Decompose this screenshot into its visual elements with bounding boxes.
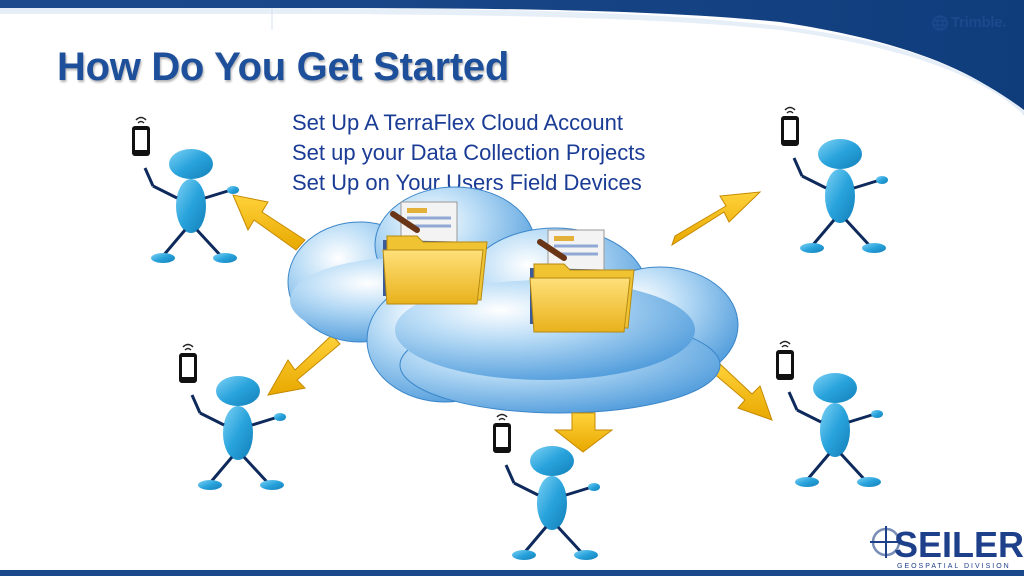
trimble-logo: Trimble. [932, 14, 1006, 31]
cloud-icon [287, 186, 739, 414]
arrow-to-bottom-right [711, 363, 773, 421]
arrow-to-top-left [232, 194, 306, 251]
trimble-wordmark: Trimble. [951, 14, 1007, 31]
header-swoosh [0, 0, 1024, 130]
setup-steps-list: Set Up A TerraFlex Cloud Account Set up … [292, 108, 645, 198]
seiler-wordmark: SEILER [894, 524, 1024, 565]
trimble-globe-icon [932, 14, 948, 31]
footer-band [0, 570, 1024, 576]
arrow-to-bottom-left [267, 334, 341, 396]
person-figure-icon [774, 340, 885, 489]
person-figure-icon [177, 343, 288, 492]
seiler-subtitle: GEOSPATIAL DIVISION [897, 563, 1011, 570]
person-figure-icon [130, 116, 241, 265]
arrow-to-bottom-center [553, 412, 614, 453]
step-item: Set Up A TerraFlex Cloud Account [292, 110, 623, 135]
step-item: Set up your Data Collection Projects [292, 140, 646, 165]
page-title: How Do You Get Started [57, 45, 509, 89]
arrow-to-top-right [671, 191, 762, 247]
person-figure-icon [779, 106, 890, 255]
seiler-crosshair-icon [870, 526, 902, 558]
